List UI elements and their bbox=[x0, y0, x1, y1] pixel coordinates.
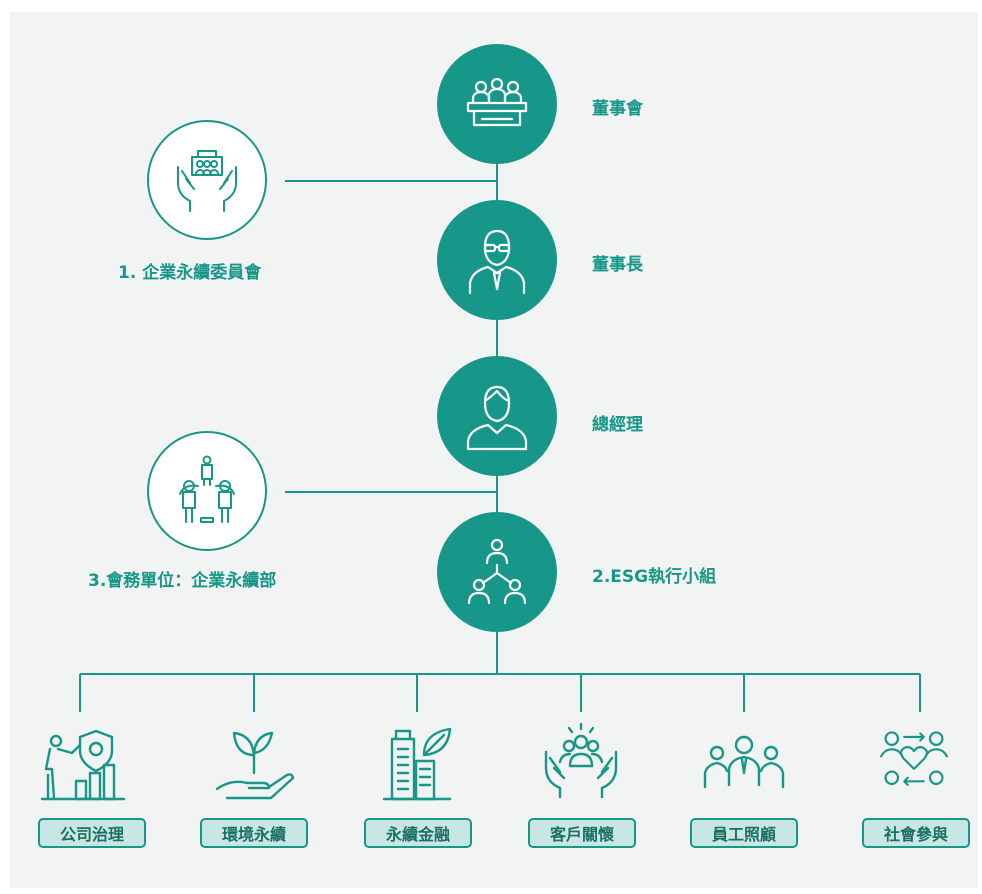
board-label: 董事會 bbox=[592, 99, 643, 119]
category-label-governance: 公司治理 bbox=[38, 818, 146, 848]
board-node bbox=[437, 44, 557, 164]
committee-label: 1. 企業永續委員會 bbox=[118, 263, 262, 283]
hands-holding-people-icon bbox=[177, 150, 237, 212]
esg-team-node bbox=[437, 512, 557, 632]
general-manager-label: 總經理 bbox=[592, 415, 643, 435]
category-label-environment: 環境永續 bbox=[200, 818, 308, 848]
corporate-governance-icon bbox=[40, 729, 126, 801]
committee-node bbox=[147, 120, 267, 240]
hands-caring-people-icon bbox=[544, 722, 618, 798]
employee-group-icon bbox=[703, 735, 785, 789]
esg-team-label: 2.ESG執行小組 bbox=[592, 567, 717, 587]
green-building-icon bbox=[382, 727, 452, 801]
secretariat-node bbox=[147, 431, 267, 551]
chairman-node bbox=[437, 200, 557, 320]
category-label-finance: 永續金融 bbox=[364, 818, 472, 848]
person-icon bbox=[466, 385, 528, 451]
category-label-customer: 客戶關懷 bbox=[528, 818, 636, 848]
businessman-tie-icon bbox=[468, 229, 526, 295]
general-manager-node bbox=[437, 356, 557, 476]
category-label-employee: 員工照顧 bbox=[690, 818, 798, 848]
sprout-in-hand-icon bbox=[215, 731, 295, 800]
chairman-label: 董事長 bbox=[592, 255, 643, 275]
community-heart-icon bbox=[880, 731, 948, 786]
team-lifting-icon bbox=[179, 455, 235, 523]
boardroom-icon bbox=[466, 77, 528, 127]
category-label-society: 社會參與 bbox=[862, 818, 970, 848]
secretariat-label: 3.會務單位：企業永續部 bbox=[88, 571, 277, 591]
team-hierarchy-icon bbox=[467, 538, 527, 605]
